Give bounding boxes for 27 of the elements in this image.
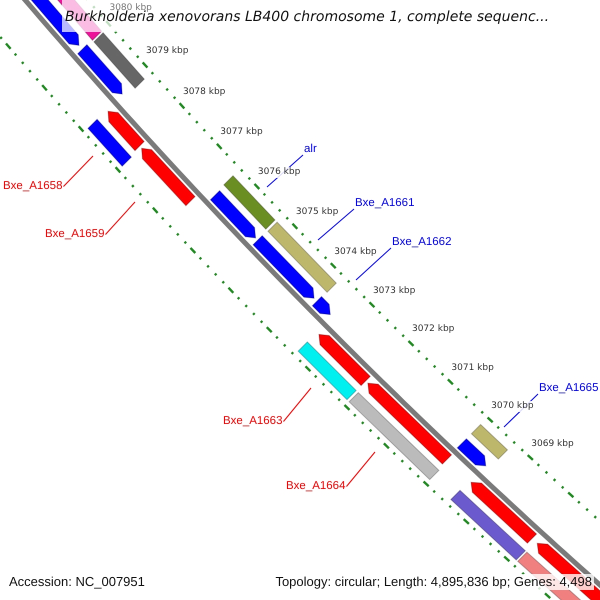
scale-label: 3075 kbp — [296, 207, 338, 218]
gene-label: Bxe_A1658 — [3, 180, 62, 193]
scale-label: 3078 kbp — [182, 86, 226, 98]
gene-label: Bxe_A1663 — [223, 415, 282, 428]
scale-label: 3072 kbp — [412, 324, 454, 336]
scale-label: 3071 kbp — [451, 362, 494, 374]
gene-label: Bxe_A1664 — [286, 480, 346, 493]
gene-label: alr — [304, 143, 317, 156]
leader-line — [356, 248, 392, 280]
footer-text: Accession: NC_007951 — [7, 574, 147, 590]
scale-label: 3073 kbp — [372, 286, 416, 297]
footer-text: Topology: circular; Length: 4,895,836 bp; Genes: 4,498 — [273, 574, 594, 590]
scale-label: 3076 kbp — [258, 167, 300, 178]
leader-line — [282, 388, 312, 422]
gene-label: Bxe_A1659 — [45, 228, 104, 241]
leader-line — [346, 452, 376, 487]
leader-line — [104, 202, 136, 235]
scale-label: 3074 kbp — [334, 246, 377, 258]
gene-label: Bxe_A1662 — [392, 236, 452, 249]
gene-label: Bxe_A1665 — [539, 382, 598, 395]
leader-line — [318, 208, 354, 240]
scale-label: 3069 kbp — [531, 438, 574, 450]
scale-label: 3079 kbp — [146, 46, 188, 57]
scale-label: 3070 kbp — [491, 400, 534, 412]
gene-label: Bxe_A1661 — [355, 197, 414, 210]
leader-line — [62, 156, 94, 187]
scale-label: 3077 kbp — [220, 127, 263, 138]
